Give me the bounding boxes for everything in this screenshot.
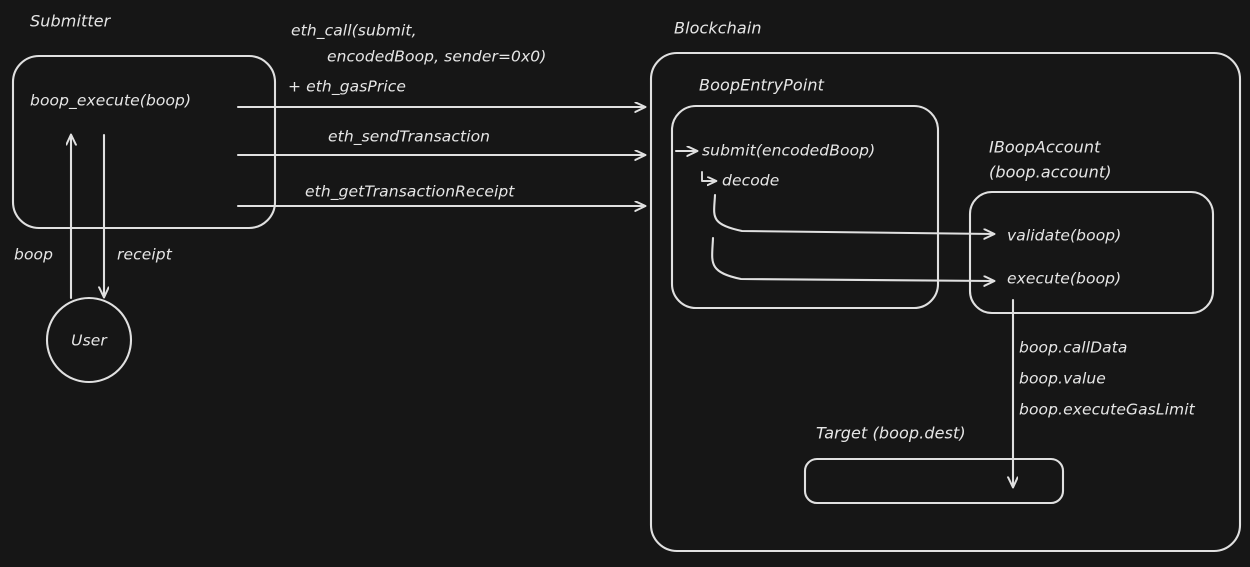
submitter-group [11,54,277,230]
corner-arrow-icon-decode [701,171,716,181]
boop-entry-point-box [670,104,940,310]
blockchain-label: Blockchain [674,19,762,38]
target-label: Target (boop.dest) [816,424,966,443]
boop-entry-point-group [670,104,940,310]
edge-label-eth-gas-price: + eth_gasPrice [288,78,406,97]
edge-label-eth-send-transaction: eth_sendTransaction [328,128,490,147]
edge-label-boop-calldata: boop.callData [1019,339,1128,357]
iboop-account-box [968,190,1215,315]
boop-entry-point-label: BoopEntryPoint [699,76,825,95]
edge-label-eth-call-line1: eth_call(submit, [291,22,417,41]
edge-label-boop-value: boop.value [1019,370,1106,388]
iboop-account-group [968,190,1215,315]
arrow-right-icon-validate [713,193,994,234]
user-label: User [71,332,108,350]
iboop-account-validate-label: validate(boop) [1007,227,1121,245]
submitter-inner-call-label: boop_execute(boop) [30,92,191,111]
target-box [803,457,1065,505]
boop-entry-point-submit-label: submit(encodedBoop) [702,142,875,160]
edge-label-eth-get-transaction-receipt: eth_getTransactionReceipt [305,183,515,202]
iboop-account-label-line1: IBoopAccount [989,138,1101,157]
edge-label-eth-call-line2: encodedBoop, sender=0x0) [327,48,546,66]
edge-label-boop-execute-gas-limit: boop.executeGasLimit [1019,401,1196,419]
boop-entry-point-decode-label: decode [722,172,779,190]
edge-label-receipt: receipt [117,246,173,264]
edge-label-boop: boop [14,246,53,264]
arrow-right-icon-execute [711,236,994,281]
user-circle [45,296,133,384]
submitter-label: Submitter [30,12,112,31]
iboop-account-label-line2: (boop.account) [989,163,1112,182]
submitter-box [11,54,277,230]
iboop-account-execute-label: execute(boop) [1007,270,1121,288]
target-group [803,457,1065,505]
